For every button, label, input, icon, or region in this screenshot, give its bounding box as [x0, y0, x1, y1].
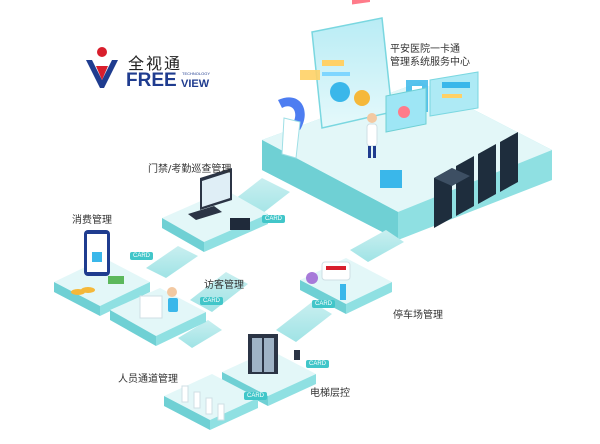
elevator-platform — [222, 334, 316, 406]
passage-platform — [164, 374, 258, 430]
access-platform — [162, 168, 268, 252]
label-access: 门禁/考勤巡查管理 — [148, 164, 232, 175]
card-tag-visitor: CARD — [200, 297, 224, 305]
card-reader-device — [380, 170, 402, 188]
visitor-platform — [110, 287, 206, 346]
doctor-figure — [366, 113, 378, 158]
label-passage: 人员通道管理 — [118, 374, 178, 385]
free-view-logo-icon — [86, 47, 118, 88]
label-visitor: 访客管理 — [204, 280, 244, 291]
consume-platform — [54, 230, 150, 316]
center-title-line1: 平安医院一卡通 — [390, 44, 460, 55]
logo-free: FREE — [126, 70, 177, 91]
card-tag-elevator: CARD — [306, 360, 330, 368]
server-racks — [434, 132, 518, 228]
card-tag-consume: CARD — [130, 252, 154, 260]
dashboard-screen — [300, 0, 479, 133]
logo-chinese: 全视通 — [128, 54, 183, 73]
logo-tech: TECHNOLOGY — [182, 71, 211, 76]
card-tag-access: CARD — [262, 215, 286, 223]
card-tag-parking: CARD — [312, 300, 336, 308]
logo-view: VIEW — [181, 78, 210, 90]
center-title-line2: 管理系统服务中心 — [390, 57, 470, 68]
label-parking: 停车场管理 — [393, 310, 443, 321]
label-consume: 消费管理 — [72, 215, 112, 226]
card-tag-passage: CARD — [244, 392, 268, 400]
parking-platform — [300, 258, 392, 314]
label-elevator: 电梯层控 — [310, 388, 350, 399]
data-ribbon — [278, 97, 305, 159]
